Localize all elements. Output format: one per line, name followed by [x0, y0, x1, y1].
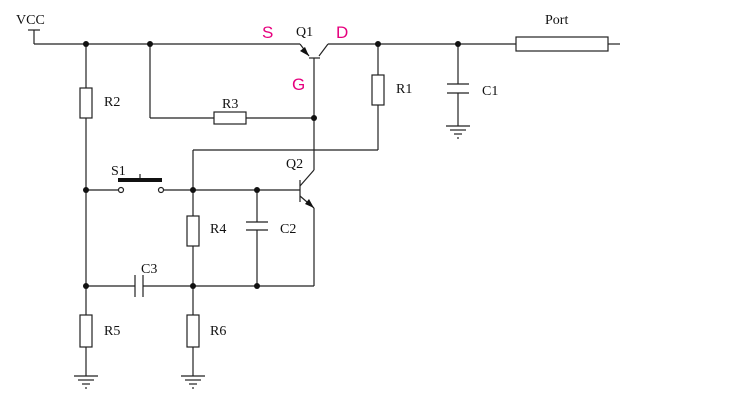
gate-pin-label: G — [292, 75, 305, 94]
resistor-r4 — [186, 215, 200, 247]
q1-label: Q1 — [296, 25, 313, 40]
r2-label: R2 — [104, 95, 120, 110]
s1-label: S1 — [111, 164, 126, 179]
c3-label: C3 — [141, 262, 157, 277]
ground-c1 — [446, 125, 470, 139]
transistor-q1 — [299, 43, 329, 59]
resistor-r6 — [186, 314, 200, 348]
r1-label: R1 — [396, 82, 412, 97]
q2-label: Q2 — [286, 157, 303, 172]
resistor-r3 — [213, 111, 247, 125]
port-label: Port — [545, 13, 568, 28]
r5-label: R5 — [104, 324, 120, 339]
capacitor-c2 — [246, 221, 268, 231]
r3-label: R3 — [222, 97, 238, 112]
r4-label: R4 — [210, 222, 226, 237]
source-pin-label: S — [262, 23, 273, 42]
vcc-label: VCC — [16, 13, 45, 28]
junction-dots — [83, 41, 461, 289]
wires — [28, 29, 620, 376]
port-connector — [515, 36, 609, 52]
resistor-r2 — [79, 87, 93, 119]
switch-s1 — [117, 174, 165, 194]
drain-pin-label: D — [336, 23, 348, 42]
ground-r5 — [74, 375, 98, 389]
resistor-r5 — [79, 314, 93, 348]
ground-r6 — [181, 375, 205, 389]
r6-label: R6 — [210, 324, 226, 339]
transistor-q2 — [299, 169, 315, 209]
c1-label: C1 — [482, 84, 498, 99]
capacitor-c1 — [447, 83, 469, 94]
c2-label: C2 — [280, 222, 296, 237]
capacitor-c3 — [134, 275, 144, 297]
resistor-r1 — [371, 74, 385, 106]
